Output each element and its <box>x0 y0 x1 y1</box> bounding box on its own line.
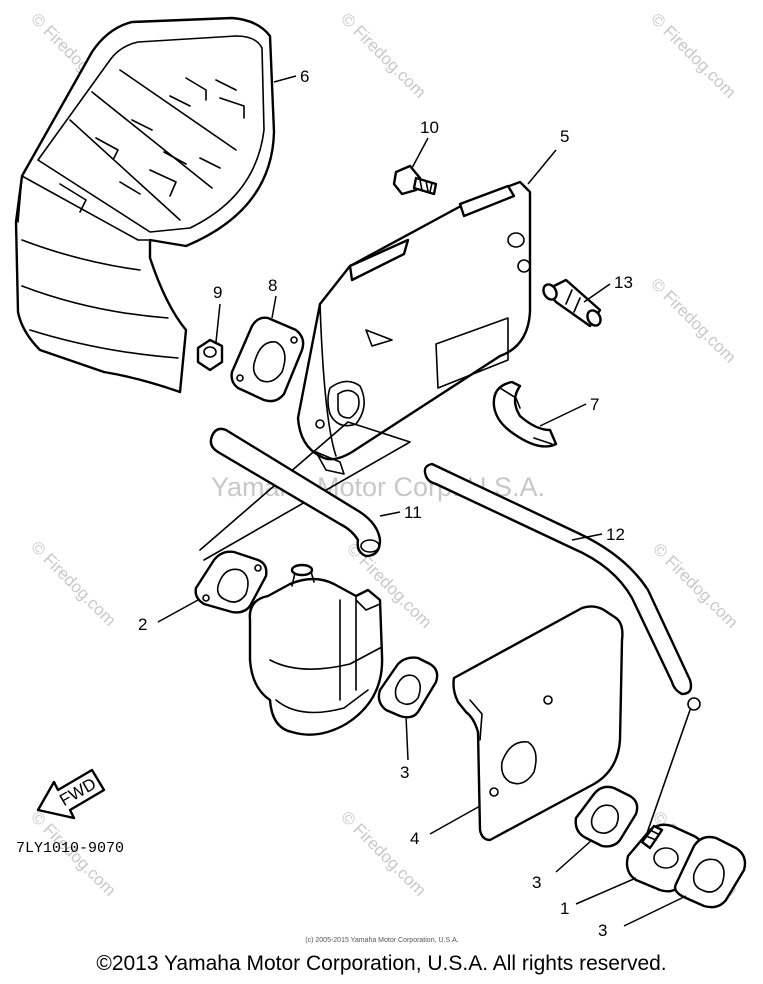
part-3-gasket-right: 3 <box>598 835 747 940</box>
part-9-grommet: 9 <box>196 283 224 372</box>
part-6-engine-cover: 6 <box>14 16 309 394</box>
callout-4: 4 <box>410 829 419 848</box>
callout-6: 6 <box>300 67 309 86</box>
callout-11: 11 <box>404 503 422 522</box>
watermark-site-7: © Firedog.com <box>649 539 741 631</box>
part-3-gasket-center: 3 <box>377 656 439 782</box>
callout-3-right: 3 <box>598 921 607 940</box>
callout-1: 1 <box>560 899 569 918</box>
callout-8: 8 <box>268 276 277 295</box>
drawing-code: 7LY1010-9070 <box>16 840 124 857</box>
part-3-gasket-lower: 3 <box>532 785 639 892</box>
callout-3-center: 3 <box>400 763 409 782</box>
callout-2: 2 <box>138 615 147 634</box>
part-5-air-cleaner-case: 5 <box>296 127 569 475</box>
part-7-bracket: 7 <box>492 380 599 448</box>
part-13-fitting: 13 <box>542 273 633 328</box>
callout-13: 13 <box>614 273 633 292</box>
copyright-notice: ©2013 Yamaha Motor Corporation, U.S.A. A… <box>96 952 667 975</box>
callout-5: 5 <box>560 127 569 146</box>
part-12-hose: 12 <box>423 462 701 837</box>
part-8-gasket: 8 <box>230 276 305 403</box>
watermark-site-3: © Firedog.com <box>647 9 739 101</box>
small-credit: (c) 2005-2015 Yamaha Motor Corporation, … <box>305 937 458 944</box>
watermark-site-4: © Firedog.com <box>647 274 739 366</box>
carburetor <box>248 563 384 736</box>
fwd-arrow-icon: FWD <box>36 768 106 820</box>
watermark-site-9: © Firedog.com <box>337 807 429 899</box>
part-2-gasket: 2 <box>138 550 268 634</box>
part-10-bolt: 10 <box>392 118 439 196</box>
callout-7: 7 <box>590 395 599 414</box>
callout-12: 12 <box>606 525 625 544</box>
callout-9: 9 <box>213 283 222 302</box>
callout-10: 10 <box>420 118 439 137</box>
part-11-hose: 11 <box>209 427 422 558</box>
part-4-plate: 4 <box>410 605 624 848</box>
callout-3-lower: 3 <box>532 873 541 892</box>
watermark-site-5: © Firedog.com <box>27 537 119 629</box>
watermark-site-2: © Firedog.com <box>337 9 429 101</box>
